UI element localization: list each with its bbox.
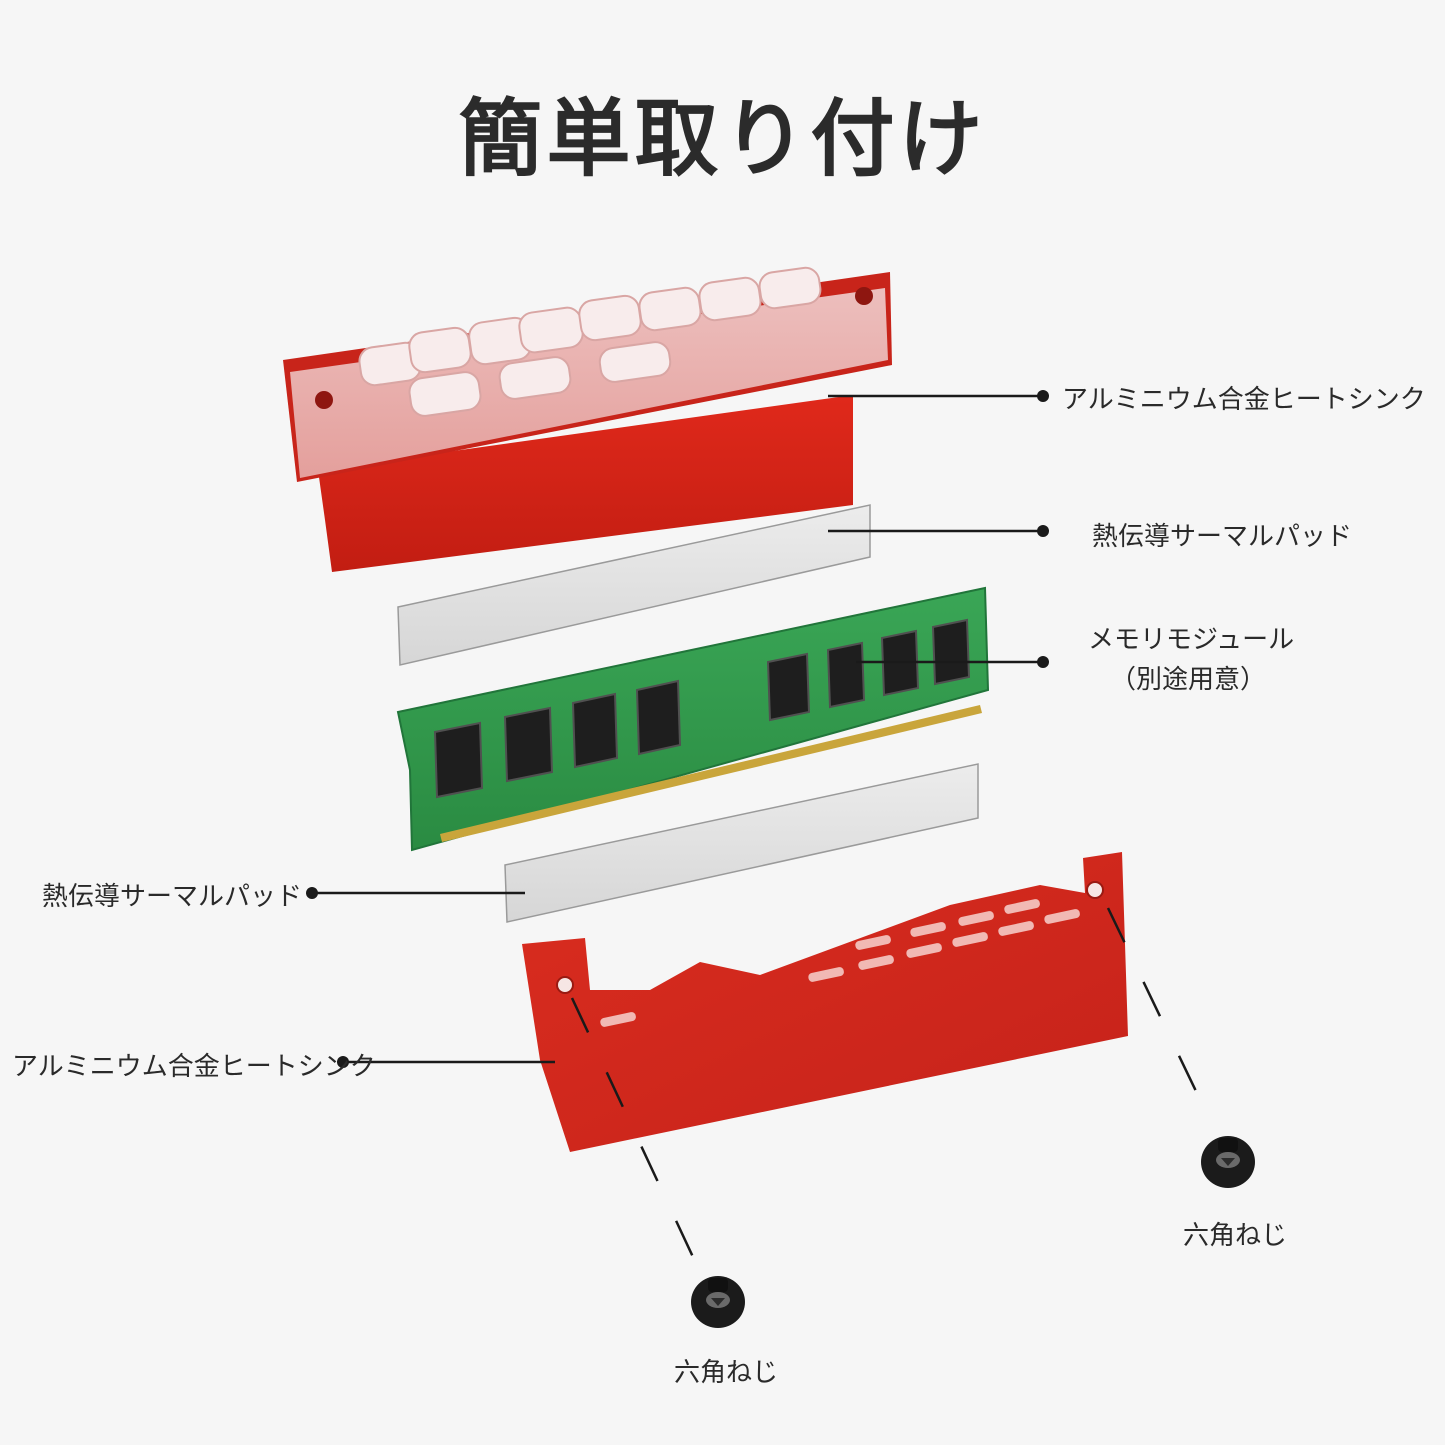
bottom-heatsink-plate xyxy=(522,852,1128,1152)
screw-guide-left xyxy=(570,997,702,1273)
bottom-heatsink-slots xyxy=(600,899,1080,1027)
label-memory-module-line2: （別途用意） xyxy=(1109,665,1266,695)
top-thermal-pad xyxy=(397,504,871,666)
label-memory-module-line1: メモリモジュール xyxy=(1088,625,1295,655)
bottom-heatsink xyxy=(522,852,1128,1152)
top-heatsink-hole-right xyxy=(855,287,873,305)
label-top-thermal-pad: 熱伝導サーマルパッド xyxy=(1092,522,1353,552)
leader-lines xyxy=(312,394,1043,1064)
screw-guide-right xyxy=(1106,907,1208,1113)
bottom-thermal-pad xyxy=(504,763,979,923)
top-heatsink-blade xyxy=(318,395,853,572)
top-heatsink-hole-left xyxy=(315,391,333,409)
label-top-heatsink: アルミニウム合金ヒートシンク xyxy=(1062,385,1426,415)
memory-module xyxy=(396,586,990,852)
label-screw-right: 六角ねじ xyxy=(1183,1221,1288,1251)
gold-contacts xyxy=(440,705,982,842)
label-bottom-thermal-pad: 熱伝導サーマルパッド xyxy=(42,882,303,912)
bullet-dot-icon xyxy=(306,390,1049,1068)
top-heatsink-crystal-bumps xyxy=(358,266,822,417)
page-title: 簡単取り付け xyxy=(458,90,987,188)
hex-screw-icon xyxy=(1201,1136,1255,1188)
top-heatsink-clear-cover xyxy=(290,288,888,478)
bottom-heatsink-hole-right xyxy=(1086,881,1104,899)
top-heatsink xyxy=(283,266,892,572)
label-screw-bottom: 六角ねじ xyxy=(674,1358,779,1388)
label-bottom-heatsink: アルミニウム合金ヒートシンク xyxy=(12,1052,376,1082)
bottom-heatsink-hole-left xyxy=(556,976,574,994)
hex-screw-icon xyxy=(691,1276,745,1328)
label-memory-module: メモリモジュール （別途用意） xyxy=(1088,620,1295,700)
dram-chips xyxy=(433,618,971,799)
